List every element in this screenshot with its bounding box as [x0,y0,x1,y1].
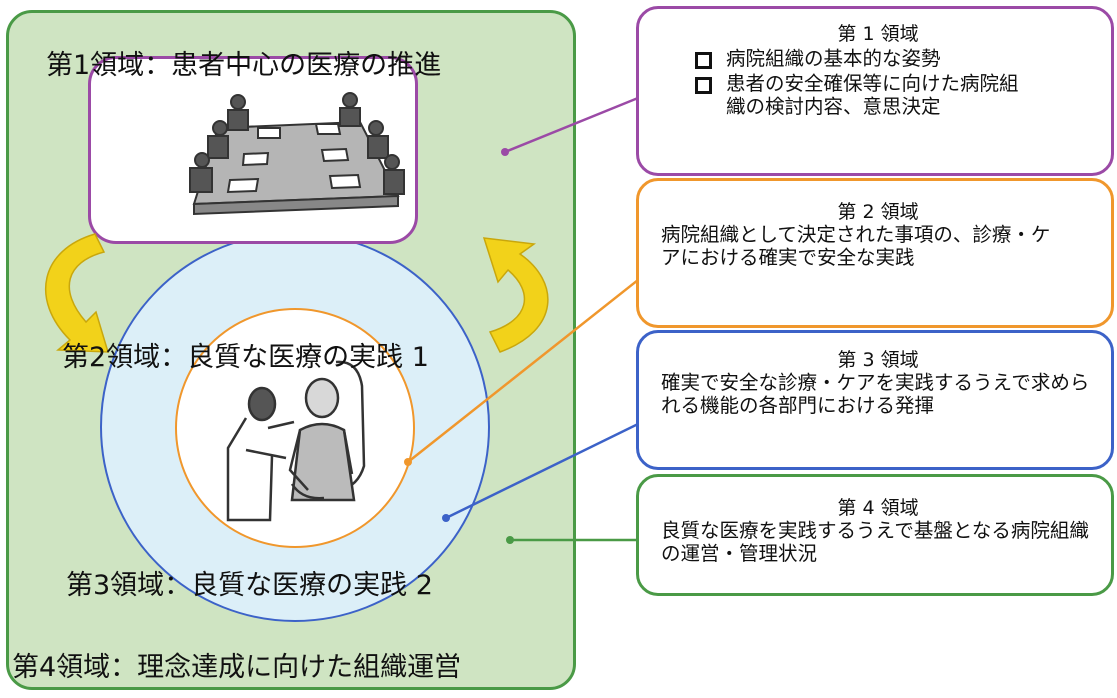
domain3-text: 確実で安全な診療・ケアを実践するうえで求められる機能の各部門における発揮 [661,371,1090,418]
connector-domain1 [504,96,639,154]
domain2-description-box: 第 2 領域 病院組織として決定された事項の、診療・ケアにおける確実で安全な実践 [636,178,1114,328]
domain1-item: 病院組織の基本的な姿勢 [665,47,1091,70]
patient-care-illustration [226,360,366,522]
domain3-title: 第 3 領域 [837,349,919,371]
domain2-text: 病院組織として決定された事項の、診療・ケアにおける確実で安全な実践 [661,223,1051,270]
domain4-description-box: 第 4 領域 良質な医療を実践するうえで基盤となる病院組織の運営・管理状況 [636,474,1114,596]
cycle-arrow-left [45,233,110,353]
cycle-arrow-right [482,237,549,353]
domain2-label: 第2領域：良質な医療の実践 1 [62,342,429,373]
domain3-description-box: 第 3 領域 確実で安全な診療・ケアを実践するうえで求められる機能の各部門におけ… [636,330,1114,470]
domain2-title: 第 2 領域 [837,201,919,223]
connector-domain2 [407,279,639,463]
domain1-item-text: 病院組織の基本的な姿勢 [726,47,941,71]
checkbox-square-icon [695,52,712,70]
domain4-label: 第4領域：理念達成に向けた組織運営 [12,652,462,683]
domain1-label: 第1領域：患者中心の医療の推進 [46,50,442,81]
domain1-title: 第 1 領域 [837,23,919,45]
domain4-title: 第 4 領域 [837,497,919,519]
domain1-item-text: 患者の安全確保等に向けた病院組織の検討内容、意思決定 [726,72,1019,119]
connector-domain3 [445,422,639,520]
domain1-description-box: 第 1 領域 病院組織の基本的な姿勢 患者の安全確保等に向けた病院組織の検討内容… [636,6,1114,176]
domain4-text: 良質な医療を実践するうえで基盤となる病院組織の運営・管理状況 [661,519,1089,566]
domain1-item: 患者の安全確保等に向けた病院組織の検討内容、意思決定 [665,72,1091,118]
domain3-label: 第3領域：良質な医療の実践 2 [66,570,433,601]
meeting-table-illustration [189,92,405,216]
checkbox-square-icon [695,77,712,95]
domain2-circle [175,308,415,548]
